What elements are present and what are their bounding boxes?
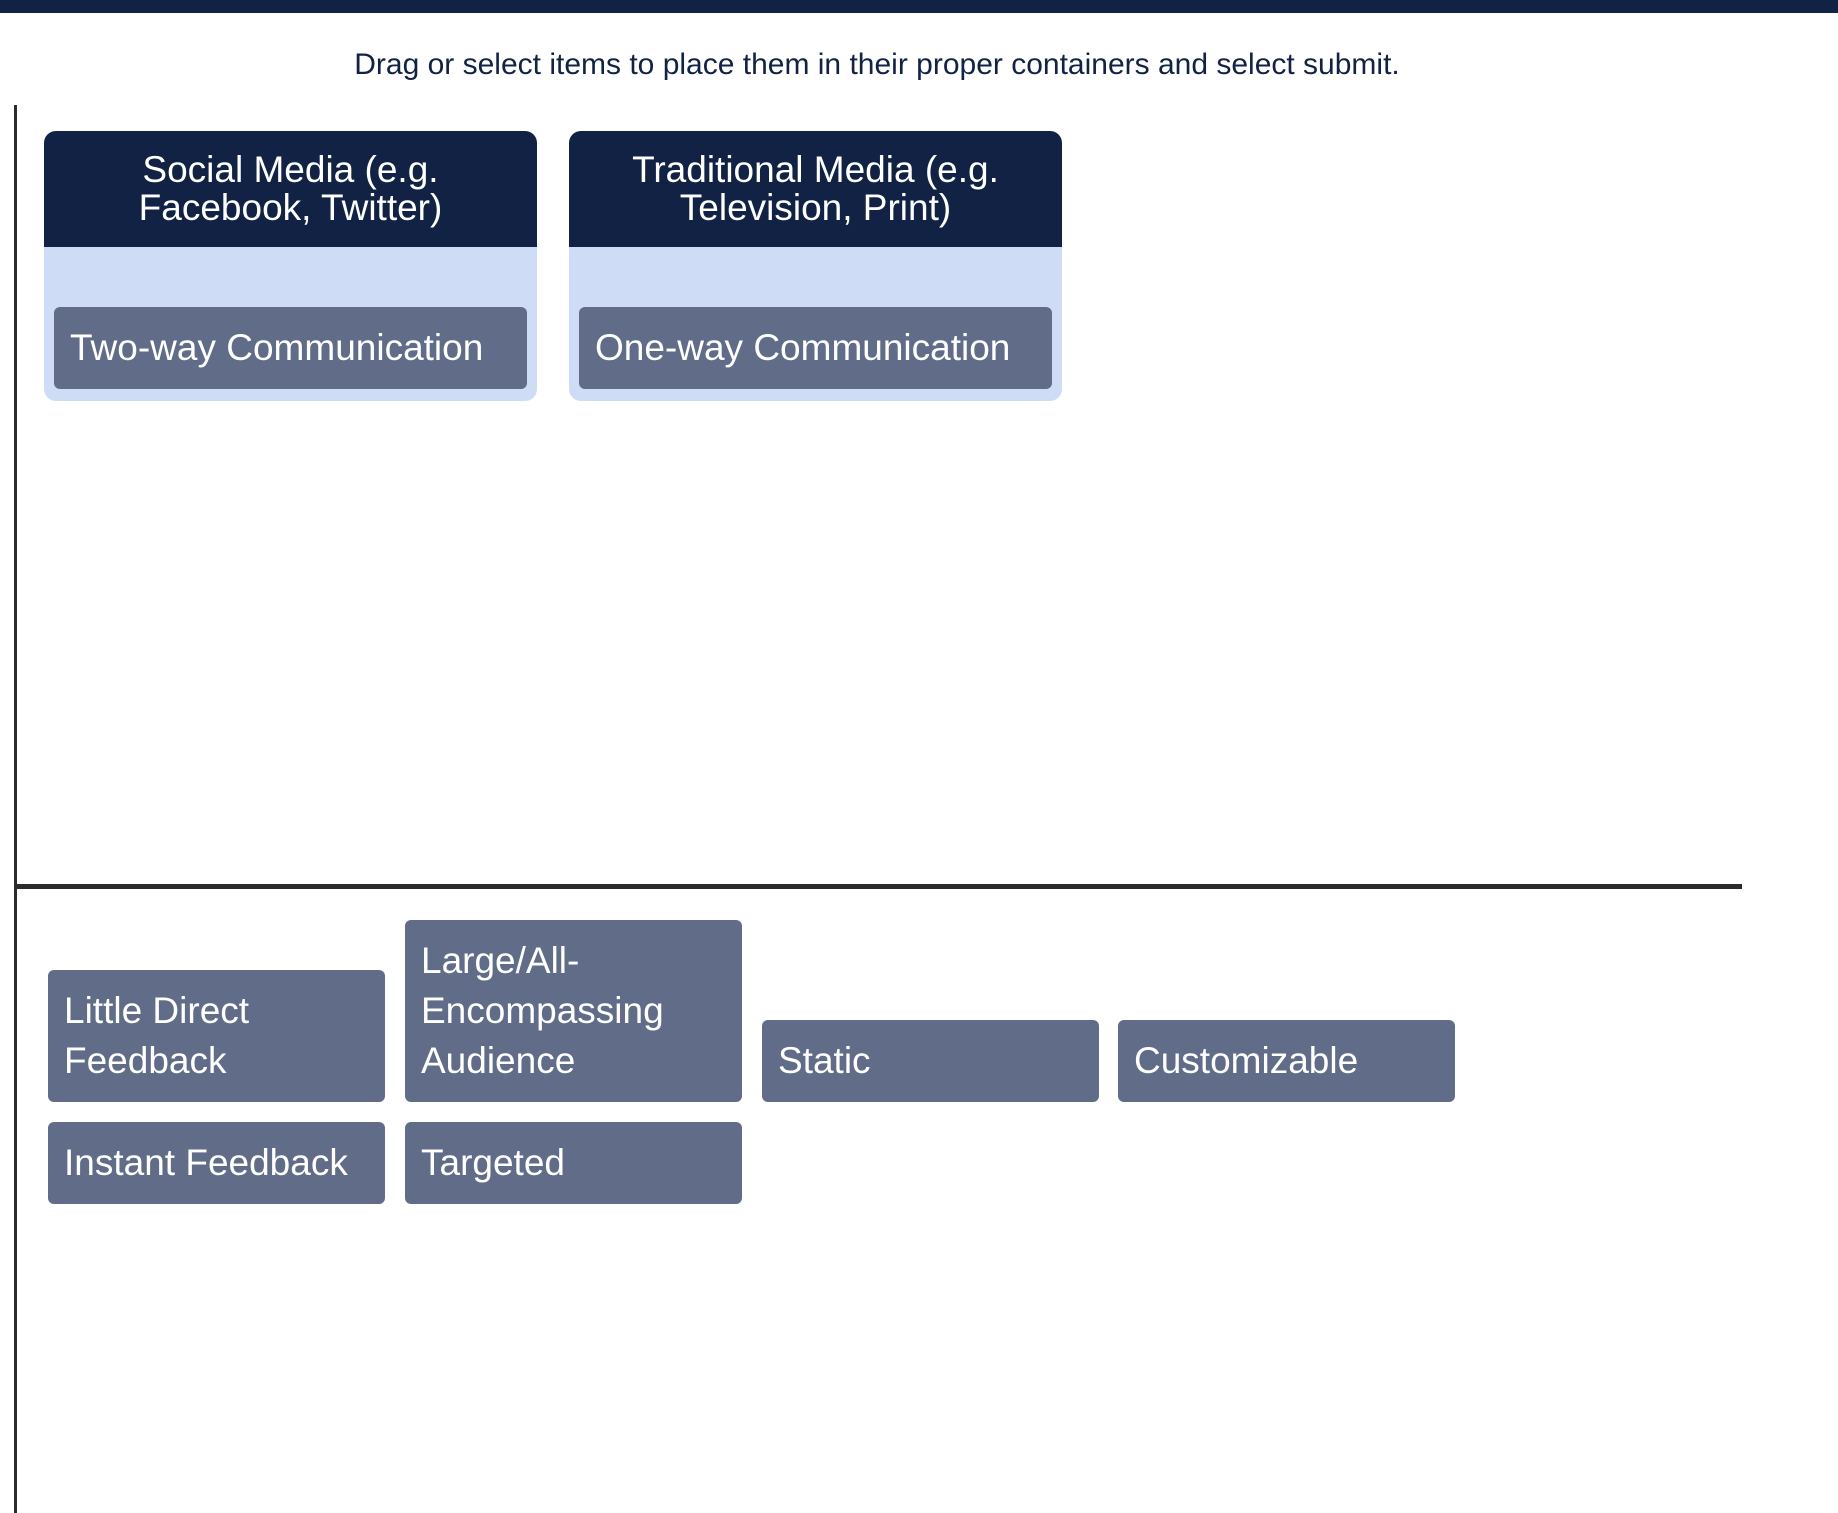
horizontal-divider bbox=[17, 884, 1742, 889]
draggable-item-customizable[interactable]: Customizable bbox=[1118, 1020, 1455, 1102]
top-banner bbox=[0, 0, 1838, 13]
instructions-text: Drag or select items to place them in th… bbox=[354, 48, 1400, 81]
vertical-divider bbox=[14, 105, 17, 1513]
draggable-item-targeted[interactable]: Targeted bbox=[405, 1122, 742, 1204]
drop-container-social-media[interactable]: Social Media (e.g. Facebook, Twitter) Tw… bbox=[44, 131, 537, 401]
draggable-item-static[interactable]: Static bbox=[762, 1020, 1099, 1102]
drop-container-traditional-media[interactable]: Traditional Media (e.g. Television, Prin… bbox=[569, 131, 1062, 401]
draggable-item-instant-feedback[interactable]: Instant Feedback bbox=[48, 1122, 385, 1204]
placed-item-one-way-communication[interactable]: One-way Communication bbox=[579, 307, 1052, 389]
container-header-traditional-media: Traditional Media (e.g. Television, Prin… bbox=[569, 131, 1062, 247]
draggable-item-little-direct-feedback[interactable]: Little Direct Feedback bbox=[48, 970, 385, 1102]
draggable-item-large-audience[interactable]: Large/All-Encompassing Audience bbox=[405, 920, 742, 1102]
container-header-social-media: Social Media (e.g. Facebook, Twitter) bbox=[44, 131, 537, 247]
placed-item-two-way-communication[interactable]: Two-way Communication bbox=[54, 307, 527, 389]
